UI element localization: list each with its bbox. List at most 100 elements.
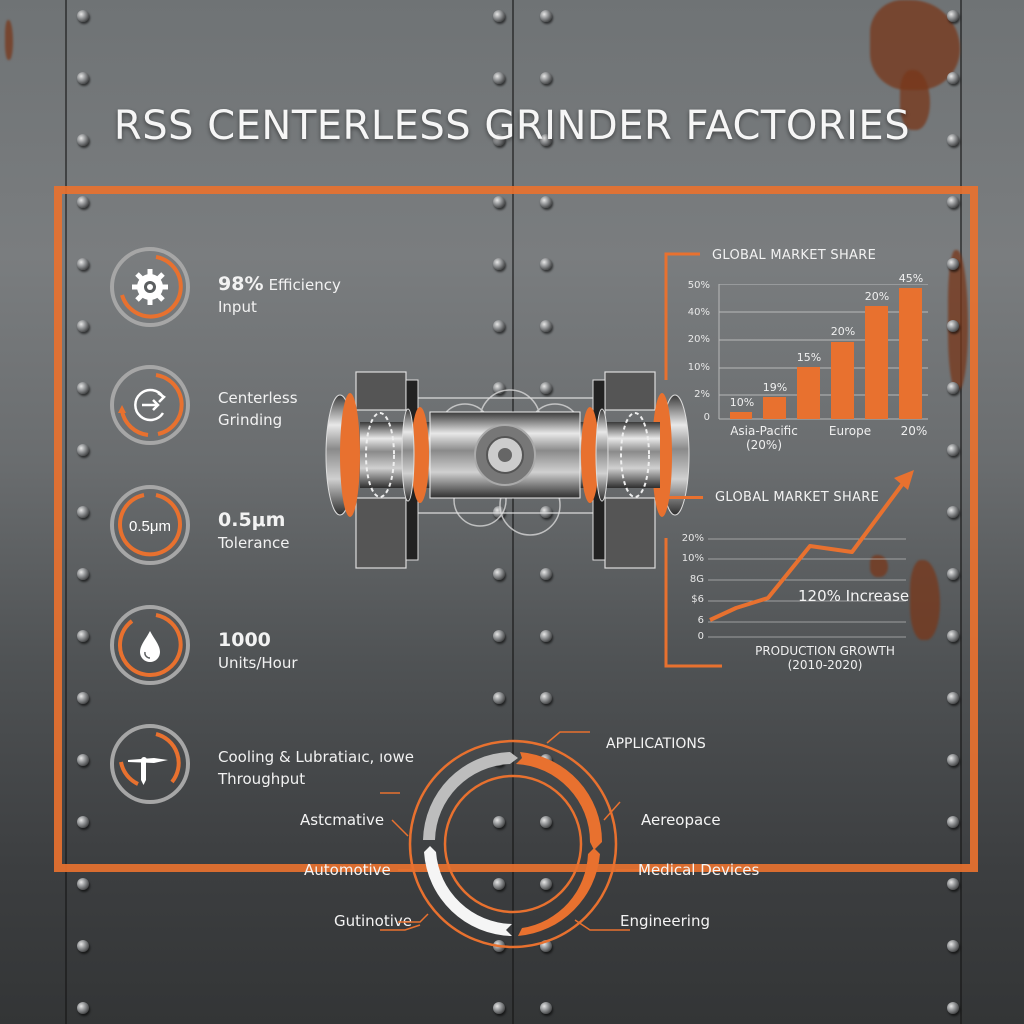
bar-label: 45% xyxy=(898,272,924,285)
rivet xyxy=(77,444,89,456)
plate-seam xyxy=(512,0,514,1024)
y-tick: $6 xyxy=(691,594,704,605)
stat-tolerance: 0.5μm 0.5μm Tolerance xyxy=(108,483,468,567)
stat-value: 0.5μm xyxy=(218,509,286,531)
rivet xyxy=(540,320,552,332)
application-label: Automotive xyxy=(304,861,391,879)
bar-label: 19% xyxy=(762,381,788,394)
stat-sublabel: Throughput xyxy=(218,770,306,788)
orange-frame xyxy=(54,186,978,872)
y-tick: 10% xyxy=(687,362,710,373)
x-label: Asia-Pacific (20%) xyxy=(724,424,804,452)
rivet xyxy=(77,754,89,766)
stat-sublabel: Input xyxy=(218,298,257,316)
application-label: Astcmative xyxy=(300,811,385,829)
rust-stain xyxy=(870,555,888,577)
rivet xyxy=(77,940,89,952)
y-tick: 50% xyxy=(687,280,710,291)
rivet xyxy=(77,568,89,580)
progress-ring: 0.5μm xyxy=(110,485,190,565)
rivet xyxy=(77,816,89,828)
progress-ring xyxy=(110,365,190,445)
bar-chart-bracket xyxy=(664,252,700,380)
bar-label: 20% xyxy=(830,325,856,338)
y-tick: 20% xyxy=(681,533,704,544)
rivet xyxy=(947,1002,959,1014)
bar-label: 15% xyxy=(796,351,822,364)
stat-centerless-grinding: Centerless Grinding xyxy=(108,363,468,447)
stat-sublabel: Units/Hour xyxy=(218,654,298,672)
bar-label: 20% xyxy=(864,290,890,303)
rivet xyxy=(947,10,959,22)
line-chart-annotation: 120% Increase xyxy=(798,587,910,605)
stat-value: 98% xyxy=(218,273,264,295)
rivet xyxy=(540,134,552,146)
gear-icon xyxy=(132,269,168,305)
line-chart-bracket xyxy=(664,538,722,668)
stat-value: 1000 xyxy=(218,629,271,651)
rivet xyxy=(493,10,505,22)
rivet xyxy=(77,692,89,704)
y-tick: 0 xyxy=(697,631,704,642)
plate-seam xyxy=(960,0,962,1024)
micron-text-icon: 0.5μm xyxy=(129,518,171,535)
stat-throughput: 1000 Units/Hour xyxy=(108,603,468,687)
y-tick: 6 xyxy=(697,615,704,626)
connector-line xyxy=(665,496,703,499)
bar-chart-plot xyxy=(718,284,928,420)
plate-seam xyxy=(65,0,67,1024)
stat-sublabel: Grinding xyxy=(218,411,283,429)
application-leaders-left xyxy=(391,819,429,923)
bar-label: 10% xyxy=(729,396,755,409)
rivet xyxy=(77,72,89,84)
rivet xyxy=(947,258,959,270)
rivet xyxy=(77,258,89,270)
rivet xyxy=(77,134,89,146)
rivet xyxy=(493,258,505,270)
bar-chart: GLOBAL MARKET SHARE 50% 40% 20% 10% 2% 0… xyxy=(660,240,960,470)
rivet xyxy=(493,1002,505,1014)
x-label: 20% xyxy=(900,424,928,438)
rivet xyxy=(77,878,89,890)
page-title: RSS CENTERLESS GRINDER FACTORIES xyxy=(113,103,911,149)
y-tick: 2% xyxy=(694,389,710,400)
rivet xyxy=(947,754,959,766)
line-chart-xlabel: PRODUCTION GROWTH (2010-2020) xyxy=(720,644,930,672)
rivet xyxy=(77,1002,89,1014)
bar-chart-title: GLOBAL MARKET SHARE xyxy=(712,248,877,263)
rivet xyxy=(947,568,959,580)
applications-cycle xyxy=(380,731,648,949)
rivet xyxy=(947,506,959,518)
rivet xyxy=(77,630,89,642)
rust-stain xyxy=(5,20,13,60)
x-label: Europe xyxy=(828,424,872,438)
rivet xyxy=(540,10,552,22)
x-label-text: Asia-Pacific xyxy=(730,424,798,438)
y-tick: 10% xyxy=(681,553,704,564)
rivet xyxy=(947,444,959,456)
rivet xyxy=(947,196,959,208)
progress-ring xyxy=(110,724,190,804)
rotate-arrow-icon xyxy=(134,388,166,422)
rivet xyxy=(493,134,505,146)
stat-label: Centerless xyxy=(218,389,298,407)
rivet xyxy=(540,692,552,704)
rivet xyxy=(77,10,89,22)
rivet xyxy=(77,506,89,518)
rivet xyxy=(77,382,89,394)
rivet xyxy=(493,692,505,704)
rivet xyxy=(947,940,959,952)
application-label: Gutinotive xyxy=(334,912,413,930)
line-chart: GLOBAL MARKET SHARE 20% 10% 8G $6 6 0 12… xyxy=(660,460,960,690)
rivet xyxy=(493,320,505,332)
line-chart-title: GLOBAL MARKET SHARE xyxy=(715,490,880,505)
rust-stain xyxy=(948,250,968,390)
rivet xyxy=(540,630,552,642)
droplet-icon xyxy=(140,631,160,662)
rivet xyxy=(947,816,959,828)
y-tick: 40% xyxy=(687,307,710,318)
y-tick: 8G xyxy=(689,574,704,585)
application-label: Medical Devices xyxy=(638,861,760,879)
stat-efficiency: 98% Efficiency Input xyxy=(108,245,468,329)
rust-stain xyxy=(910,560,940,640)
